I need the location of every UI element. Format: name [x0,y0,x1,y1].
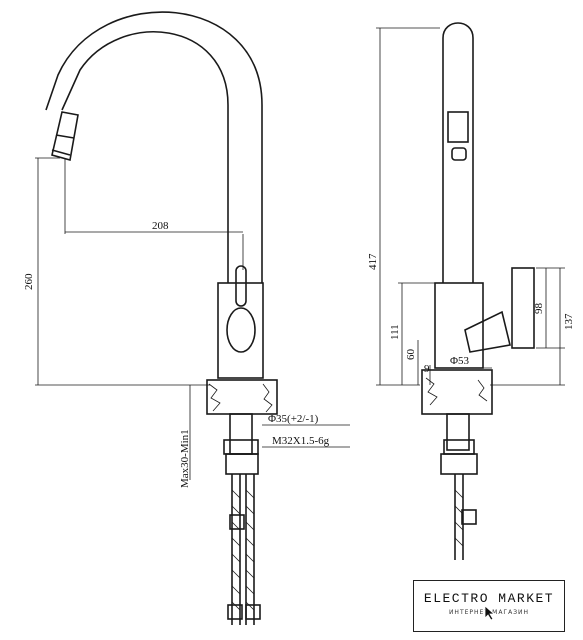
side-view-dimensions [376,27,565,386]
front-view-faucet [45,11,278,625]
dim-height-left: 260 [23,273,35,290]
dim-thread: M32X1.5-6g [272,435,330,447]
logo-main-text: ELECTRO MARKET [423,591,555,606]
dim-max-min: Max30-Min1 [179,429,191,488]
spray-head [51,111,79,162]
front-view-dimensions [35,157,350,480]
side-spray-head [447,111,469,143]
side-handle-base [464,310,511,353]
hose-left [231,474,241,625]
handle-cap [226,307,256,353]
faucet-body [217,282,264,379]
dim-reach: 208 [152,220,169,232]
dim-base-offset: 9 [424,363,430,375]
dim-handle-height: 98 [533,303,545,315]
dim-height-right: 417 [367,253,379,270]
dim-base-diameter: Φ53 [450,355,470,367]
cursor-arrow-icon [484,605,496,621]
hose-right [245,474,255,625]
countertop-hatch [208,383,273,413]
dim-base-height: 60 [405,349,417,361]
side-view-faucet [421,22,535,560]
dim-body-height: 111 [389,324,401,340]
dim-handle-total: 137 [563,313,575,330]
dim-hole-diameter: Φ35(+2/-1) [268,413,319,425]
side-handle [511,267,535,349]
handle-lever [235,265,247,307]
